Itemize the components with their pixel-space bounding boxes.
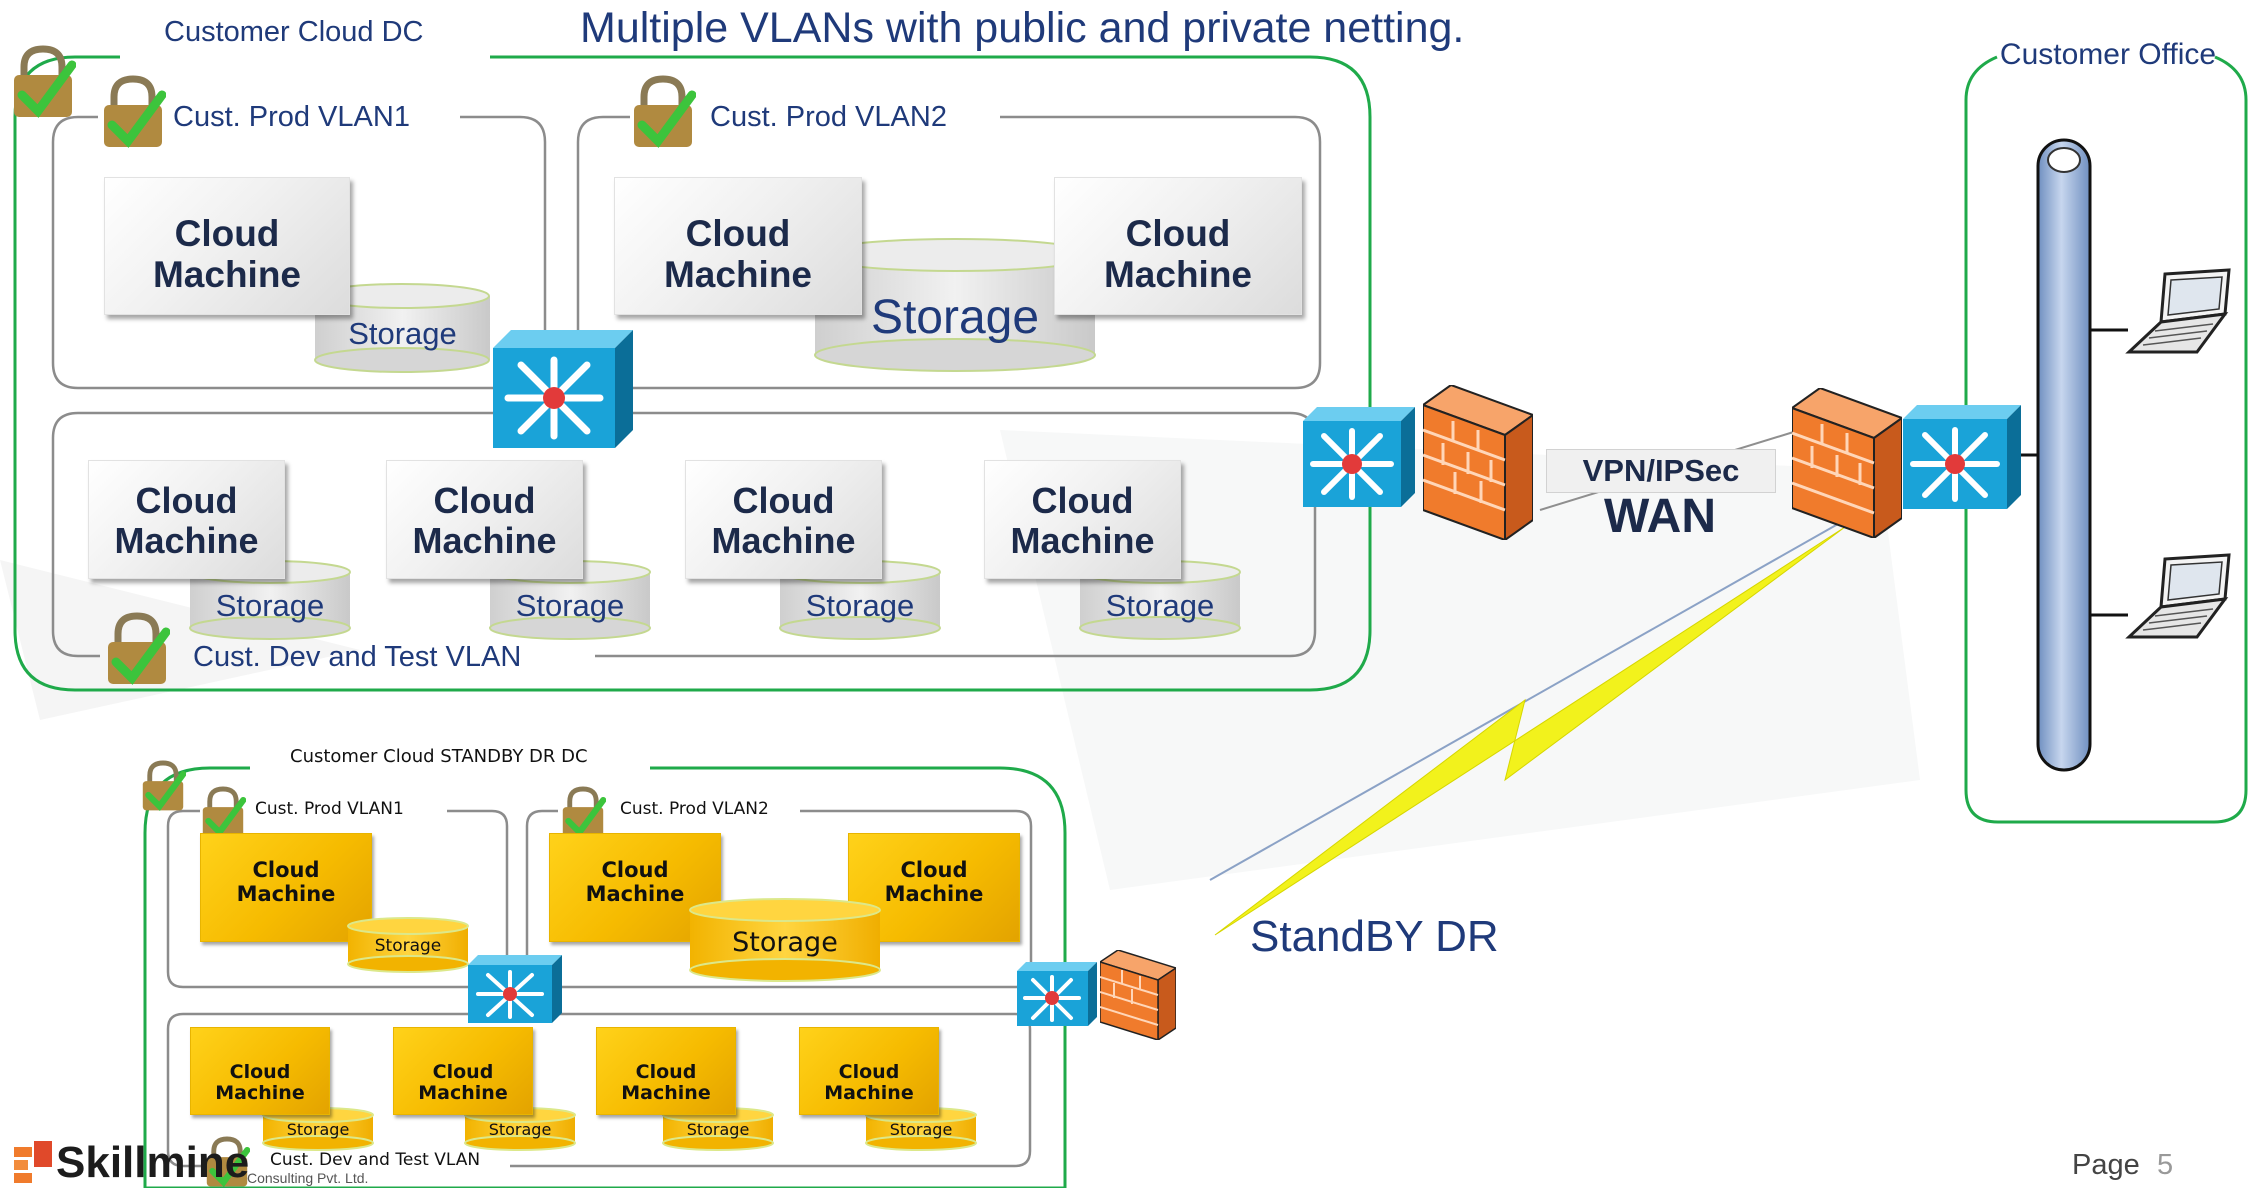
- cloud-machine-label: Cloud Machine: [236, 858, 336, 906]
- storage-label: Storage: [870, 291, 1040, 344]
- standby-link-label: StandBY DR: [1250, 912, 1499, 961]
- cloud-machine: Cloud Machine: [1054, 177, 1302, 315]
- page-number: 5: [2157, 1149, 2174, 1181]
- skillmine-logo-text: Skillmine: [56, 1138, 250, 1187]
- cloud-machine: Cloud Machine: [614, 177, 862, 315]
- dr-vlan2-box: [525, 809, 1033, 989]
- cloud-machine: Cloud Machine: [190, 1027, 330, 1115]
- storage-cylinder: [464, 1107, 576, 1151]
- skillmine-logo-mark: [14, 1141, 54, 1183]
- switch-icon: [468, 955, 562, 1023]
- lock-check-icon: [560, 786, 607, 838]
- cloud-machine-label: Cloud Machine: [418, 1061, 508, 1105]
- cloud-machine: Cloud Machine: [88, 460, 285, 579]
- cloud-machine-label: Cloud Machine: [621, 1061, 711, 1105]
- storage-cylinder: [1079, 560, 1241, 640]
- primary-dc-label: Customer Cloud DC: [164, 16, 424, 48]
- storage-cylinder: [347, 917, 469, 973]
- cloud-machine: Cloud Machine: [104, 177, 350, 315]
- vlan2-label: Cust. Prod VLAN2: [710, 101, 947, 133]
- devtest-box: [51, 411, 1317, 658]
- cloud-machine-label: Cloud Machine: [1103, 213, 1253, 296]
- storage-label: Storage: [1105, 588, 1215, 623]
- storage-label: Storage: [215, 588, 325, 623]
- background-wedge: [1000, 430, 1920, 890]
- switch-icon: [1903, 405, 2021, 509]
- dr-devtest-label: Cust. Dev and Test VLAN: [270, 1150, 481, 1170]
- switch-icon: [493, 330, 633, 448]
- cloud-machine-label: Cloud Machine: [884, 858, 984, 906]
- laptop-icon: [2125, 268, 2233, 358]
- lock-check-icon: [204, 1136, 251, 1188]
- vlan1-box: [51, 115, 547, 390]
- vlan2-box: [576, 115, 1322, 390]
- cloud-machine: Cloud Machine: [393, 1027, 533, 1115]
- cloud-machine: Cloud Machine: [984, 460, 1181, 579]
- cloud-machine-label: Cloud Machine: [663, 213, 813, 296]
- vpn-label: VPN/IPSec: [1546, 449, 1776, 493]
- lightning-bolt-icon: [1214, 526, 1846, 936]
- storage-label: Storage: [732, 927, 838, 958]
- lock-check-icon: [140, 760, 187, 812]
- office-border: [1964, 55, 2248, 824]
- dr-vlan2-label: Cust. Prod VLAN2: [620, 799, 769, 819]
- storage-label: Storage: [374, 936, 442, 956]
- laptop-icon: [2125, 553, 2233, 643]
- firewall-icon: [1420, 383, 1536, 542]
- page-title: Multiple VLANs with public and private n…: [580, 4, 1465, 52]
- cloud-machine-label: Cloud Machine: [824, 1061, 914, 1105]
- dr-vlan1-box: [166, 809, 509, 989]
- dr-link-line: [1209, 519, 1846, 881]
- cloud-machine: Cloud Machine: [596, 1027, 736, 1115]
- dr-devtest-box: [166, 1012, 1032, 1168]
- dr-vlan1-label: Cust. Prod VLAN1: [255, 799, 404, 819]
- cloud-machine: Cloud Machine: [685, 460, 882, 579]
- lock-check-icon: [104, 612, 171, 686]
- lan-backbone-top: [2047, 147, 2081, 173]
- firewall-icon: [1098, 949, 1178, 1042]
- switch-icon: [1303, 407, 1415, 507]
- wan-label: WAN: [1604, 490, 1716, 543]
- storage-label: Storage: [889, 1120, 953, 1139]
- storage-cylinder: [689, 898, 881, 982]
- dr-dc-label: Customer Cloud STANDBY DR DC: [290, 746, 588, 767]
- storage-label: Storage: [686, 1120, 750, 1139]
- cloud-machine-label: Cloud Machine: [1010, 480, 1155, 562]
- office-label: Customer Office: [1999, 38, 2217, 71]
- devtest-label: Cust. Dev and Test VLAN: [193, 641, 522, 673]
- cloud-machine-label: Cloud Machine: [152, 213, 302, 296]
- lock-check-icon: [200, 786, 247, 838]
- cloud-machine: Cloud Machine: [386, 460, 583, 579]
- lock-check-icon: [630, 75, 697, 149]
- vlan1-label: Cust. Prod VLAN1: [173, 101, 410, 133]
- storage-label: Storage: [488, 1120, 552, 1139]
- skillmine-logo-subtext: Consulting Pvt. Ltd.: [247, 1170, 369, 1186]
- switch-icon: [1017, 962, 1097, 1026]
- background-wedge: [0, 560, 360, 720]
- cloud-machine-label: Cloud Machine: [215, 1061, 305, 1105]
- cloud-machine: Cloud Machine: [799, 1027, 939, 1115]
- lock-check-icon: [10, 45, 77, 119]
- firewall-icon: [1789, 386, 1905, 540]
- storage-label: Storage: [515, 588, 625, 623]
- cloud-machine-label: Cloud Machine: [412, 480, 557, 562]
- lock-check-icon: [100, 75, 167, 149]
- storage-label: Storage: [805, 588, 915, 623]
- storage-label: Storage: [286, 1120, 350, 1139]
- cloud-machine: Cloud Machine: [200, 833, 372, 942]
- page-label: Page: [2072, 1149, 2140, 1181]
- cloud-machine: Cloud Machine: [848, 833, 1020, 942]
- storage-label: Storage: [348, 316, 457, 351]
- cloud-machine-label: Cloud Machine: [114, 480, 259, 562]
- cloud-machine-label: Cloud Machine: [585, 858, 685, 906]
- cloud-machine-label: Cloud Machine: [711, 480, 856, 562]
